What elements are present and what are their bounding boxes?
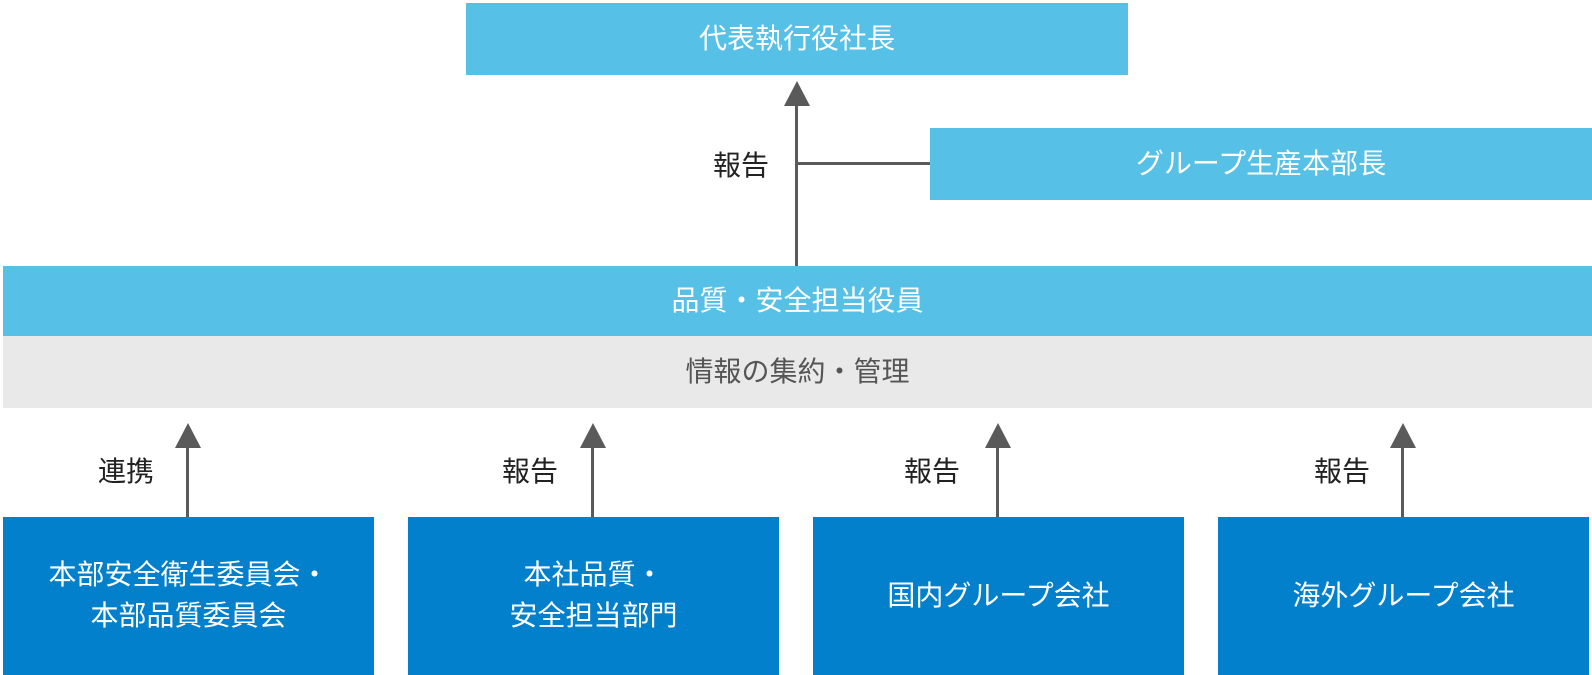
arrow-head-3 — [985, 423, 1011, 448]
bottom-box-1-line1: 本部安全衛生委員会・ — [48, 558, 329, 592]
group-production-label: グループ生産本部長 — [1135, 146, 1387, 180]
connector-label-4: 報告 — [1314, 455, 1371, 488]
arrow-head-4 — [1390, 423, 1416, 448]
info-management-band: 情報の集約・管理 — [3, 336, 1592, 408]
quality-safety-officer-label: 品質・安全担当役員 — [671, 283, 924, 317]
bottom-box-2-line1: 本社品質・ — [523, 558, 664, 592]
connector-label-3: 報告 — [904, 455, 961, 488]
group-production-connector — [797, 162, 930, 165]
quality-safety-officer-box: 品質・安全担当役員 — [3, 266, 1592, 336]
connector-label-2: 報告 — [502, 455, 559, 488]
bottom-box-committees: 本部安全衛生委員会・ 本部品質委員会 — [3, 517, 374, 675]
ceo-box: 代表執行役社長 — [466, 3, 1128, 75]
bottom-box-4-line1: 海外グループ会社 — [1292, 578, 1515, 612]
ceo-label: 代表執行役社長 — [698, 21, 895, 55]
top-arrow-head — [784, 81, 810, 106]
top-arrow-shaft — [795, 104, 798, 266]
info-management-label: 情報の集約・管理 — [685, 354, 910, 388]
arrow-head-1 — [175, 423, 201, 448]
arrow-shaft-4 — [1401, 447, 1404, 517]
bottom-box-hq-department: 本社品質・ 安全担当部門 — [408, 517, 779, 675]
bottom-box-1-line2: 本部品質委員会 — [90, 599, 287, 632]
bottom-box-2-line2: 安全担当部門 — [509, 599, 678, 632]
arrow-head-2 — [580, 423, 606, 448]
bottom-box-overseas-group: 海外グループ会社 — [1218, 517, 1589, 675]
arrow-shaft-1 — [186, 447, 189, 517]
bottom-box-domestic-group: 国内グループ会社 — [813, 517, 1184, 675]
top-report-label: 報告 — [713, 149, 770, 182]
group-production-box: グループ生産本部長 — [930, 128, 1592, 200]
connector-label-1: 連携 — [98, 455, 155, 488]
arrow-shaft-3 — [996, 447, 999, 517]
arrow-shaft-2 — [591, 447, 594, 517]
bottom-box-3-line1: 国内グループ会社 — [887, 578, 1110, 612]
